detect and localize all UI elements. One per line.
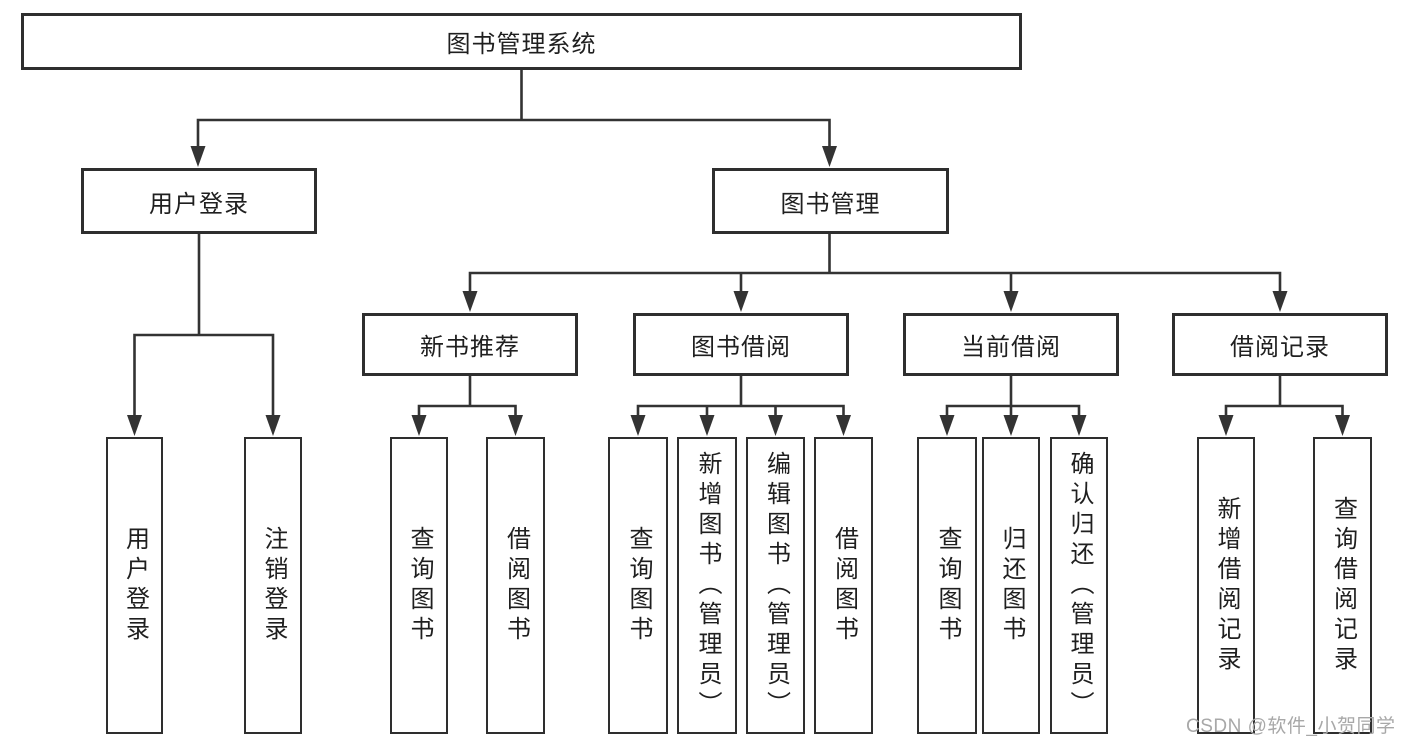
leaf-logout: 注销登录 [244, 437, 302, 734]
node-current-borrow: 当前借阅 [903, 313, 1119, 376]
node-borrow-records: 借阅记录 [1172, 313, 1388, 376]
arrowhead [822, 146, 837, 167]
arrowhead [1218, 415, 1234, 436]
arrowhead [462, 291, 478, 312]
leaf-query-books-borrow: 查询图书 [608, 437, 668, 734]
leaf-user-login: 用户登录 [106, 437, 163, 734]
node-label: 用户登录 [149, 190, 249, 218]
arrowhead [1003, 291, 1019, 312]
node-label: 借阅图书 [830, 525, 858, 646]
arrowhead [836, 415, 851, 436]
arrowhead [411, 415, 427, 436]
node-user-login: 用户登录 [81, 168, 317, 234]
node-label: 借阅图书 [502, 525, 530, 646]
leaf-query-books-recommend: 查询图书 [390, 437, 448, 734]
arrowhead [127, 415, 142, 436]
node-book-management: 图书管理 [712, 168, 949, 234]
leaf-query-books-current: 查询图书 [917, 437, 977, 734]
leaf-edit-book-admin: 编辑图书（管理员） [746, 437, 805, 734]
node-label: 借阅记录 [1230, 334, 1330, 361]
arrowhead [630, 415, 646, 436]
leaf-add-borrow-record: 新增借阅记录 [1197, 437, 1255, 734]
leaf-confirm-return-admin: 确认归还（管理员） [1050, 437, 1108, 734]
arrowhead [1335, 415, 1350, 436]
arrowhead [190, 146, 206, 167]
arrowhead [939, 415, 955, 436]
node-label: 图书借阅 [691, 334, 791, 361]
arrowhead [265, 415, 281, 436]
node-label: 查询借阅记录 [1329, 495, 1357, 676]
node-book-borrow: 图书借阅 [633, 313, 849, 376]
node-label: 查询图书 [625, 525, 652, 646]
node-label: 归还图书 [998, 525, 1025, 646]
node-new-book-recommend: 新书推荐 [362, 313, 578, 376]
leaf-return-book: 归还图书 [982, 437, 1040, 734]
arrowhead [699, 415, 715, 436]
node-label: 图书管理 [780, 190, 881, 218]
leaf-add-book-admin: 新增图书（管理员） [677, 437, 737, 734]
arrowhead [768, 415, 783, 436]
node-label: 用户登录 [121, 525, 149, 646]
node-label: 查询图书 [934, 525, 961, 646]
node-label: 新书推荐 [420, 334, 520, 361]
node-label: 注销登录 [260, 525, 287, 646]
arrowhead [1003, 415, 1019, 436]
arrowhead [733, 291, 749, 312]
csdn-watermark: CSDN @软件_小贺同学 [1186, 716, 1396, 737]
node-system-root: 图书管理系统 [21, 13, 1022, 70]
node-label: 新增图书（管理员） [694, 450, 721, 721]
arrowhead [1071, 415, 1087, 436]
node-label: 确认归还（管理员） [1066, 450, 1093, 721]
leaf-query-borrow-record: 查询借阅记录 [1313, 437, 1372, 734]
node-label: 新增借阅记录 [1213, 495, 1240, 676]
leaf-borrow-books-recommend: 借阅图书 [486, 437, 545, 734]
node-label: 当前借阅 [961, 334, 1061, 361]
node-label: 编辑图书（管理员） [762, 450, 790, 721]
arrowhead [508, 415, 523, 436]
leaf-borrow-books-borrow: 借阅图书 [814, 437, 873, 734]
node-label: 查询图书 [406, 525, 433, 646]
node-label: 图书管理系统 [446, 31, 597, 58]
arrowhead [1272, 291, 1288, 312]
